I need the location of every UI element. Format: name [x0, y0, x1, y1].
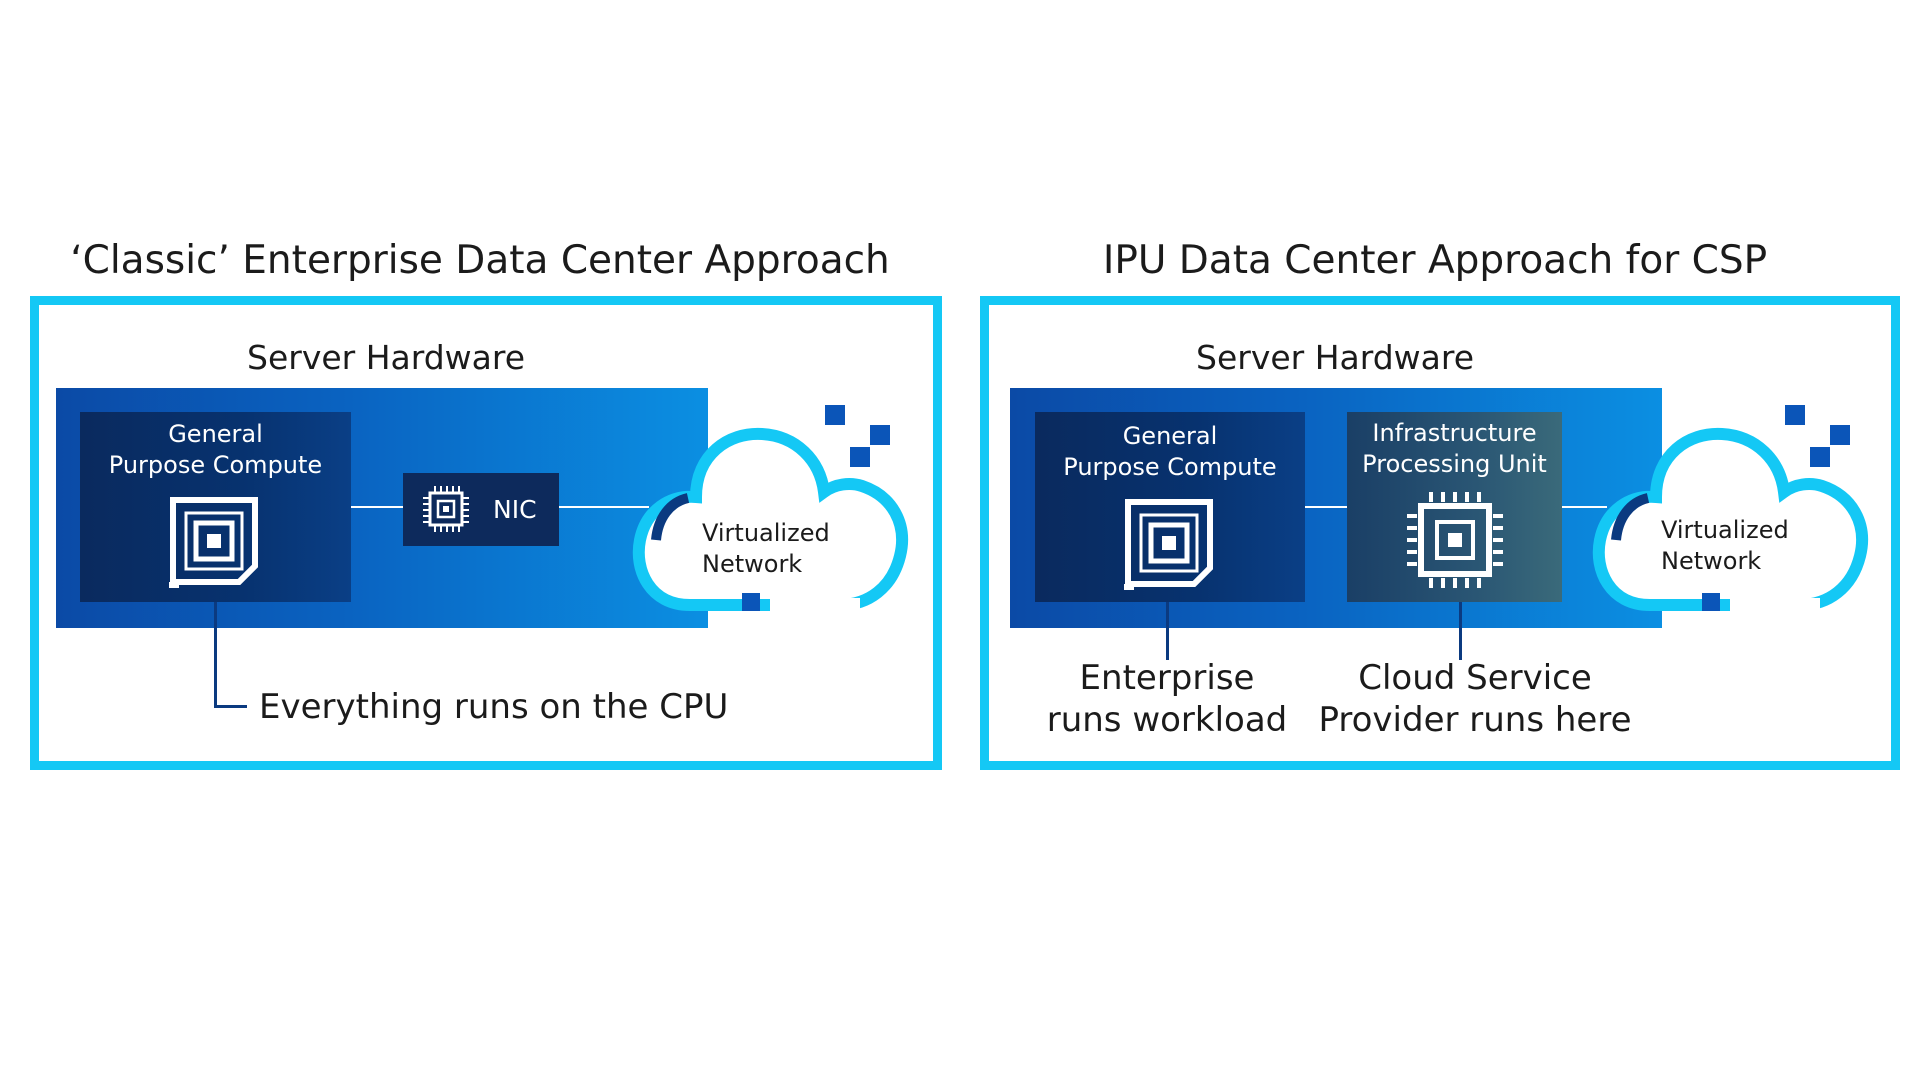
right-bottom-right-line1: Cloud Service — [1358, 658, 1592, 698]
left-cloud-label: Virtualized Network — [702, 518, 830, 580]
right-bottom-left-line2: runs workload — [1046, 700, 1288, 740]
right-gpc-label-line1: General — [1122, 422, 1218, 450]
right-ipu-label-line2: Processing Unit — [1362, 450, 1547, 478]
left-nic-box: NIC — [403, 473, 559, 546]
right-cloud-label-line1: Virtualized — [1661, 516, 1789, 544]
right-gpc-ipu-connector — [1305, 506, 1347, 508]
processor-icon — [1124, 499, 1213, 590]
left-cpu-pointer-elbow — [214, 705, 247, 708]
left-nic-cloud-connector — [559, 506, 649, 508]
right-server-hardware-label: Server Hardware — [1196, 338, 1475, 377]
right-panel-title: IPU Data Center Approach for CSP — [1102, 238, 1768, 283]
left-cpu-pointer-line — [214, 602, 217, 708]
left-cloud-label-line2: Network — [702, 550, 803, 578]
right-enterprise-pointer-line — [1166, 602, 1169, 660]
pixel-squares-icon — [825, 405, 890, 467]
cloud-icon — [1592, 427, 1868, 612]
pixel-squares-icon — [1785, 405, 1850, 467]
left-nic-label: NIC — [493, 495, 537, 524]
cloud-icon — [632, 427, 908, 612]
left-bottom-label: Everything runs on the CPU — [259, 687, 729, 727]
left-panel-title: ‘Classic’ Enterprise Data Center Approac… — [70, 238, 890, 283]
right-bottom-left-line1: Enterprise — [1079, 658, 1255, 698]
chip-icon — [1407, 492, 1503, 588]
chip-icon — [423, 486, 469, 532]
processor-icon — [169, 497, 258, 588]
right-ipu-label-line1: Infrastructure — [1372, 419, 1537, 447]
right-gpc-label-line2: Purpose Compute — [1063, 453, 1277, 481]
right-csp-pointer-line — [1459, 602, 1462, 660]
left-gpc-nic-connector — [351, 506, 403, 508]
left-server-hardware-label: Server Hardware — [247, 338, 526, 377]
right-cloud-label-line2: Network — [1661, 547, 1762, 575]
right-gpc-box: General Purpose Compute — [1035, 412, 1305, 602]
left-gpc-label-line1: General — [168, 420, 263, 448]
right-ipu-box: Infrastructure Processing Unit — [1347, 412, 1562, 602]
right-ipu-cloud-connector — [1562, 506, 1607, 508]
right-bottom-right-label: Cloud Service Provider runs here — [1315, 657, 1635, 741]
right-bottom-right-line2: Provider runs here — [1318, 700, 1632, 740]
left-gpc-label-line2: Purpose Compute — [108, 451, 323, 479]
left-gpc-box: General Purpose Compute — [80, 412, 351, 602]
left-cloud-label-line1: Virtualized — [702, 519, 830, 547]
right-cloud-label: Virtualized Network — [1661, 515, 1789, 577]
right-bottom-left-label: Enterprise runs workload — [1037, 657, 1297, 741]
